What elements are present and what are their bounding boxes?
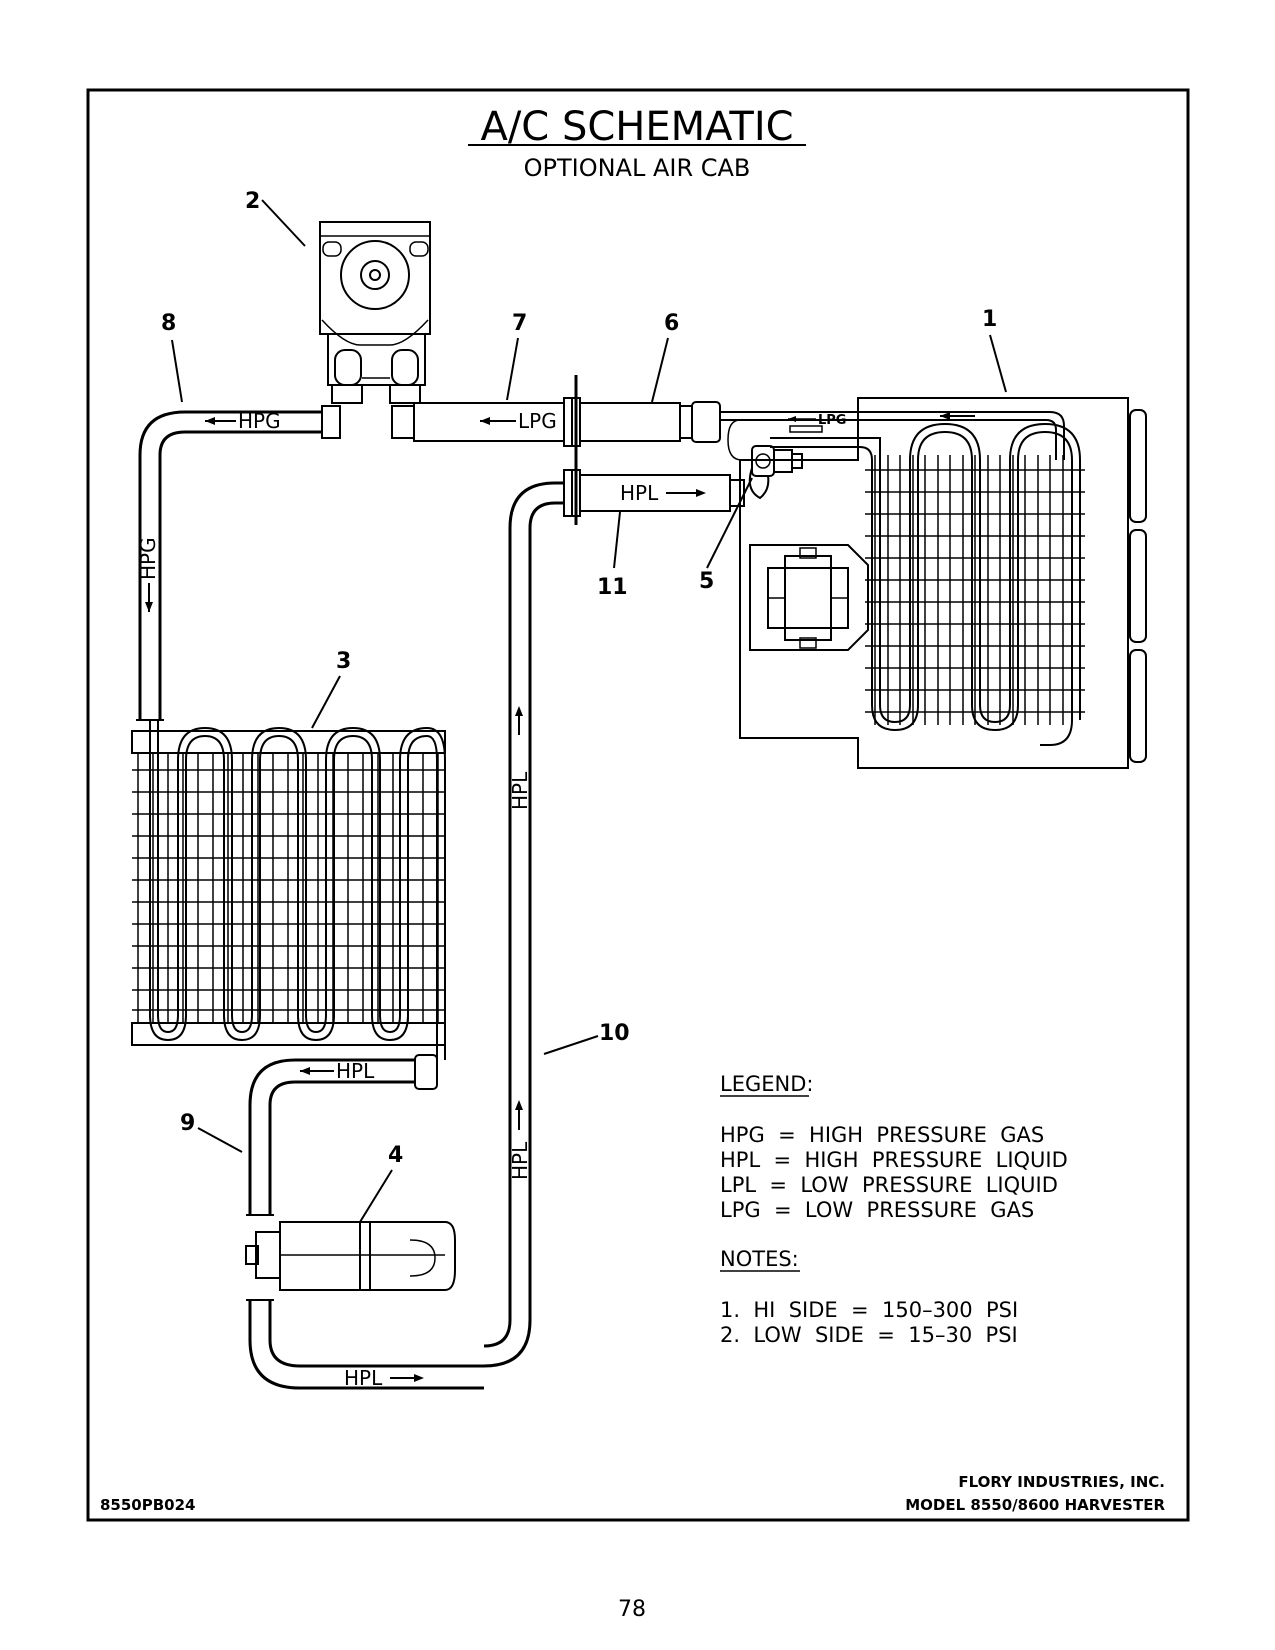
flow-label-hpl-cond-out: HPL [336, 1059, 375, 1083]
diagram-title: A/C SCHEMATIC [480, 104, 793, 150]
legend-item-hpg: HPG = HIGH PRESSURE GAS [720, 1123, 1044, 1147]
flow-label-hpg-side: HPG [136, 537, 160, 580]
notes: NOTES: 1. HI SIDE = 150–300 PSI 2. LOW S… [720, 1247, 1018, 1347]
model-name: MODEL 8550/8600 HARVESTER [905, 1496, 1165, 1514]
legend-item-lpg: LPG = LOW PRESSURE GAS [720, 1198, 1034, 1222]
callout-7: 7 [512, 311, 527, 336]
evaporator-unit [720, 397, 1147, 769]
flow-label-hpl-vertical-upper: HPL [508, 771, 532, 810]
callout-8: 8 [161, 311, 176, 336]
callout-6: 6 [664, 311, 679, 336]
legend-item-hpl: HPL = HIGH PRESSURE LIQUID [720, 1148, 1068, 1172]
flow-label-lpg-small: LPG [818, 413, 846, 428]
compressor [319, 221, 431, 404]
callout-5: 5 [699, 569, 714, 594]
callout-10: 10 [599, 1021, 630, 1046]
flow-label-hpl-top: HPL [620, 481, 659, 505]
notes-heading: NOTES: [720, 1247, 799, 1271]
callout-4: 4 [388, 1143, 403, 1168]
callout-1: 1 [982, 307, 997, 332]
page-border [86, 88, 1190, 1522]
flow-label-hpl-vertical-lower: HPL [508, 1141, 532, 1180]
condenser [131, 720, 446, 1060]
callout-11: 11 [597, 575, 628, 600]
condenser-grid [132, 753, 445, 1023]
line-9-hpl [246, 1054, 438, 1216]
line-11-hpl [563, 469, 745, 517]
flow-label-hpg-top: HPG [238, 409, 281, 433]
company-name: FLORY INDUSTRIES, INC. [958, 1473, 1165, 1491]
flow-label-lpg-mid: LPG [518, 409, 557, 433]
expansion-valve [748, 445, 803, 500]
page-number: 78 [618, 1597, 646, 1622]
evaporator-fins [865, 455, 1085, 725]
line-10-hpl [483, 481, 564, 1368]
legend-item-lpl: LPL = LOW PRESSURE LIQUID [720, 1173, 1058, 1197]
callout-9: 9 [180, 1111, 195, 1136]
line-hpl-bottom [246, 1299, 484, 1390]
diagram-subtitle: OPTIONAL AIR CAB [524, 154, 751, 182]
flow-label-hpl-bottom: HPL [344, 1366, 383, 1390]
line-8-hpg [136, 405, 341, 721]
callout-3: 3 [336, 649, 351, 674]
callout-2: 2 [245, 189, 260, 214]
receiver-drier [245, 1221, 456, 1291]
note-hi-side: 1. HI SIDE = 150–300 PSI [720, 1298, 1018, 1322]
note-low-side: 2. LOW SIDE = 15–30 PSI [720, 1323, 1018, 1347]
legend-heading: LEGEND: [720, 1072, 813, 1096]
legend: LEGEND: HPG = HIGH PRESSURE GAS HPL = HI… [720, 1072, 1068, 1222]
part-number: 8550PB024 [100, 1496, 196, 1514]
